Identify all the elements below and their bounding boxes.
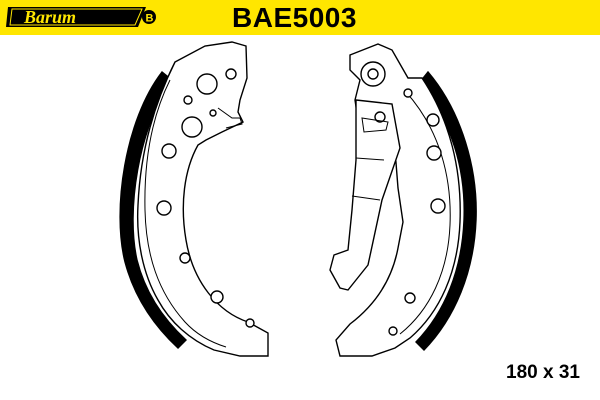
dimensions-label: 180 x 31 — [506, 362, 580, 383]
left-lining — [119, 71, 188, 349]
part-number: BAE5003 — [232, 2, 357, 33]
brand-wordmark: Barum — [23, 7, 76, 27]
svg-text:B: B — [146, 13, 154, 25]
adjuster-lever — [329, 99, 401, 291]
brand-emblem-icon — [142, 10, 156, 24]
left-shoe-web — [136, 41, 269, 357]
left-pivot-hole — [196, 73, 218, 95]
right-lining — [415, 70, 477, 351]
brake-shoes-drawing — [119, 41, 477, 357]
barum-logo: Barum B — [6, 7, 156, 27]
left-brake-shoe — [119, 41, 269, 357]
right-brake-shoe — [329, 43, 477, 357]
header-bar: Barum B BAE5003 — [0, 0, 600, 35]
